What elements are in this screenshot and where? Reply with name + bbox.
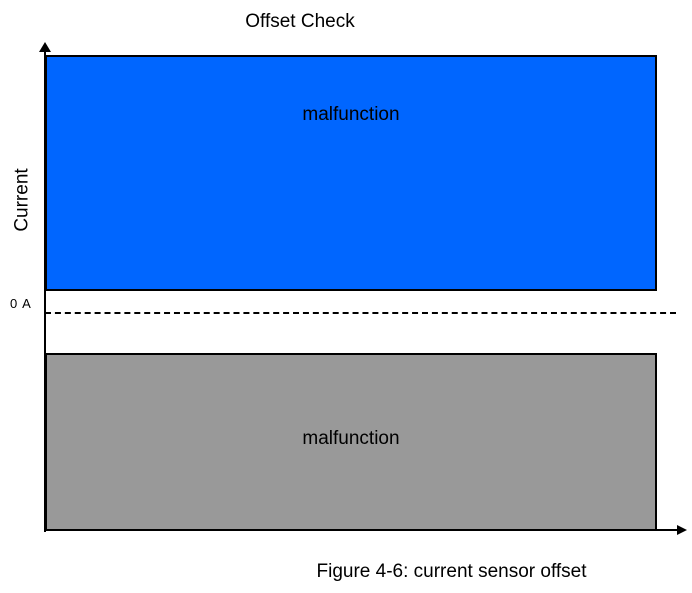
y-axis-arrow-icon [39,42,51,52]
zero-reference-line [45,312,676,314]
zero-tick-label: 0 A [10,296,32,311]
y-axis-label: Current [11,168,33,232]
x-axis-arrow-icon [677,525,687,535]
upper-malfunction-region: malfunction [45,55,657,291]
y-axis-line [44,50,46,532]
lower-malfunction-region: malfunction [45,353,657,531]
region-label: malfunction [302,104,400,125]
region-label: malfunction [302,428,400,449]
figure-caption: Figure 4-6: current sensor offset [316,561,587,582]
page-title: Offset Check [245,11,355,32]
